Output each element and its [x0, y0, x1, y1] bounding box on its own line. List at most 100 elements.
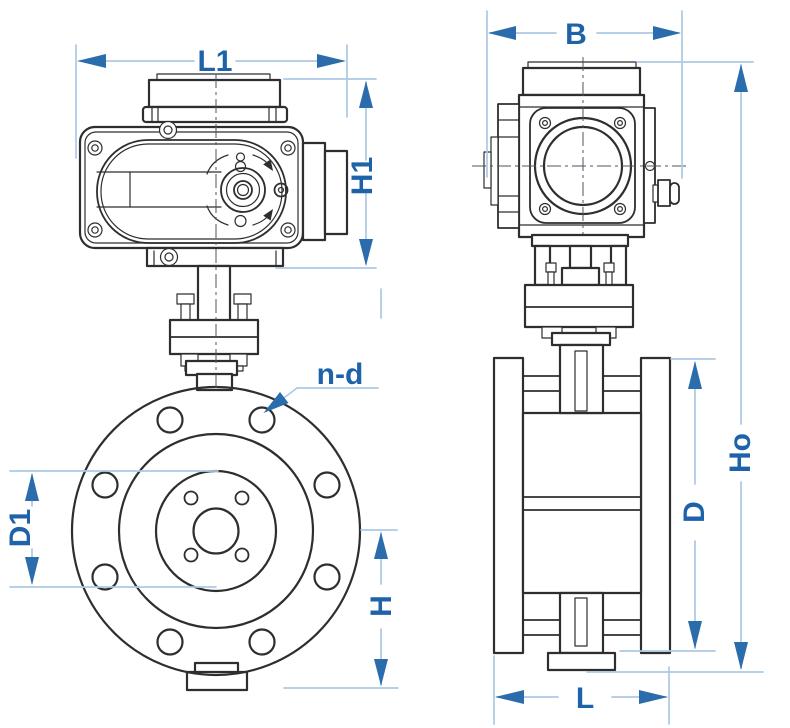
gland-cap	[669, 182, 680, 205]
arrowhead-icon	[488, 26, 516, 40]
arrowhead-icon	[374, 532, 388, 559]
cable-gland	[657, 179, 671, 207]
dim-label-L: L	[576, 682, 594, 715]
arrowhead-icon	[359, 81, 373, 108]
side-view-bracket	[523, 233, 635, 347]
arrowhead-icon	[25, 557, 39, 585]
dim-H: H	[283, 529, 399, 689]
dim-H1: H1	[275, 78, 382, 319]
cw-arrowhead-icon	[263, 159, 273, 171]
corner-screw	[87, 222, 103, 238]
arrowhead-icon	[688, 621, 702, 649]
flange-outer-circle	[70, 385, 362, 677]
front-view-actuator	[78, 73, 349, 268]
dim-label-H: H	[365, 595, 398, 617]
collar-ticks	[151, 106, 277, 123]
bolt-hole	[156, 628, 184, 656]
bolt-hole	[91, 471, 119, 499]
arrowhead-icon	[495, 690, 524, 704]
stem-column	[196, 264, 232, 324]
ccw-arrowhead-icon	[263, 209, 273, 221]
stem-stub	[568, 244, 593, 270]
dim-L1: L1	[75, 44, 348, 159]
base-plate-side	[530, 233, 630, 248]
hinge-screw-bottom	[159, 247, 179, 267]
end-plate-screws	[538, 116, 627, 216]
corner-screw	[280, 222, 296, 238]
cover-recess-inner	[100, 143, 283, 240]
side-view-actuator	[472, 57, 690, 246]
top-stem-slot	[574, 350, 588, 412]
corner-screw	[87, 140, 103, 156]
hub-bolt-holes	[183, 490, 250, 563]
hub-hole	[183, 490, 199, 506]
dim-label-H1: H1	[346, 157, 379, 195]
arrowhead-icon	[734, 642, 748, 670]
dim-label-D1: D1	[4, 509, 37, 547]
arrowhead-icon	[77, 54, 106, 68]
bolt-hole	[248, 406, 276, 434]
bolt-hole	[156, 406, 184, 434]
dim-Ho: Ho	[586, 61, 764, 673]
hub-hole	[234, 547, 250, 563]
hinge-screw-top	[158, 120, 178, 140]
hub-hole	[183, 547, 199, 563]
bolt-hole	[91, 563, 119, 591]
arrowhead-icon	[734, 64, 748, 92]
plate-screw	[538, 116, 552, 130]
handle-band	[96, 171, 222, 208]
plate-screw	[613, 202, 627, 216]
hub-circle	[154, 469, 278, 593]
coupler-block	[560, 266, 601, 287]
dimension-annotations: L1 H1 B Ho	[4, 10, 764, 725]
bottom-stem-slot	[574, 597, 588, 647]
plate-screw	[613, 116, 627, 130]
stud-bolt	[176, 293, 195, 305]
arrowhead-icon	[359, 239, 373, 266]
dim-label-nd: n-d	[317, 358, 364, 391]
actuator-cap-side	[521, 66, 642, 97]
terminal-step	[490, 136, 499, 206]
dim-nd: n-d	[263, 358, 379, 413]
valve-foot	[185, 670, 249, 692]
mount-plate-side	[523, 283, 635, 329]
valve-foot-side	[546, 651, 617, 672]
dim-label-Ho: Ho	[724, 433, 757, 473]
side-view-valve	[492, 343, 672, 672]
corner-screws	[87, 140, 296, 238]
flange-bolt-holes	[91, 406, 341, 656]
arrowhead-icon	[639, 690, 668, 704]
dim-L: L	[493, 655, 670, 725]
raised-face-circle	[117, 432, 315, 630]
top-stem-neck	[558, 343, 605, 415]
left-flange	[492, 356, 525, 655]
bottom-stem-neck	[558, 591, 605, 655]
leader-arrowhead-icon	[263, 392, 289, 413]
cover-recess	[96, 139, 287, 244]
front-view-bracket	[168, 264, 260, 392]
open-symbol-icon	[234, 214, 247, 228]
indicator-screw	[273, 182, 289, 198]
position-indicator-dial	[220, 167, 266, 213]
neck-step-side	[550, 331, 612, 347]
valve-neck-lower	[195, 372, 234, 392]
dim-B: B	[486, 10, 683, 179]
dim-label-D: D	[678, 501, 711, 523]
right-flange	[639, 356, 672, 655]
corner-screw	[280, 140, 296, 156]
bolt-hole	[313, 471, 341, 499]
arrowhead-icon	[374, 659, 388, 686]
bolt-hole	[248, 628, 276, 656]
arrowhead-icon	[317, 54, 346, 68]
arrowhead-icon	[25, 473, 39, 501]
bolt-hole	[313, 563, 341, 591]
rotation-arrows	[206, 152, 273, 228]
dim-D: D	[619, 358, 716, 652]
frame-stud	[603, 262, 615, 273]
dim-label-L1: L1	[197, 45, 232, 78]
motor-housing-step1	[301, 141, 327, 242]
stud-bolt	[233, 293, 252, 305]
frame-stud	[545, 262, 557, 273]
